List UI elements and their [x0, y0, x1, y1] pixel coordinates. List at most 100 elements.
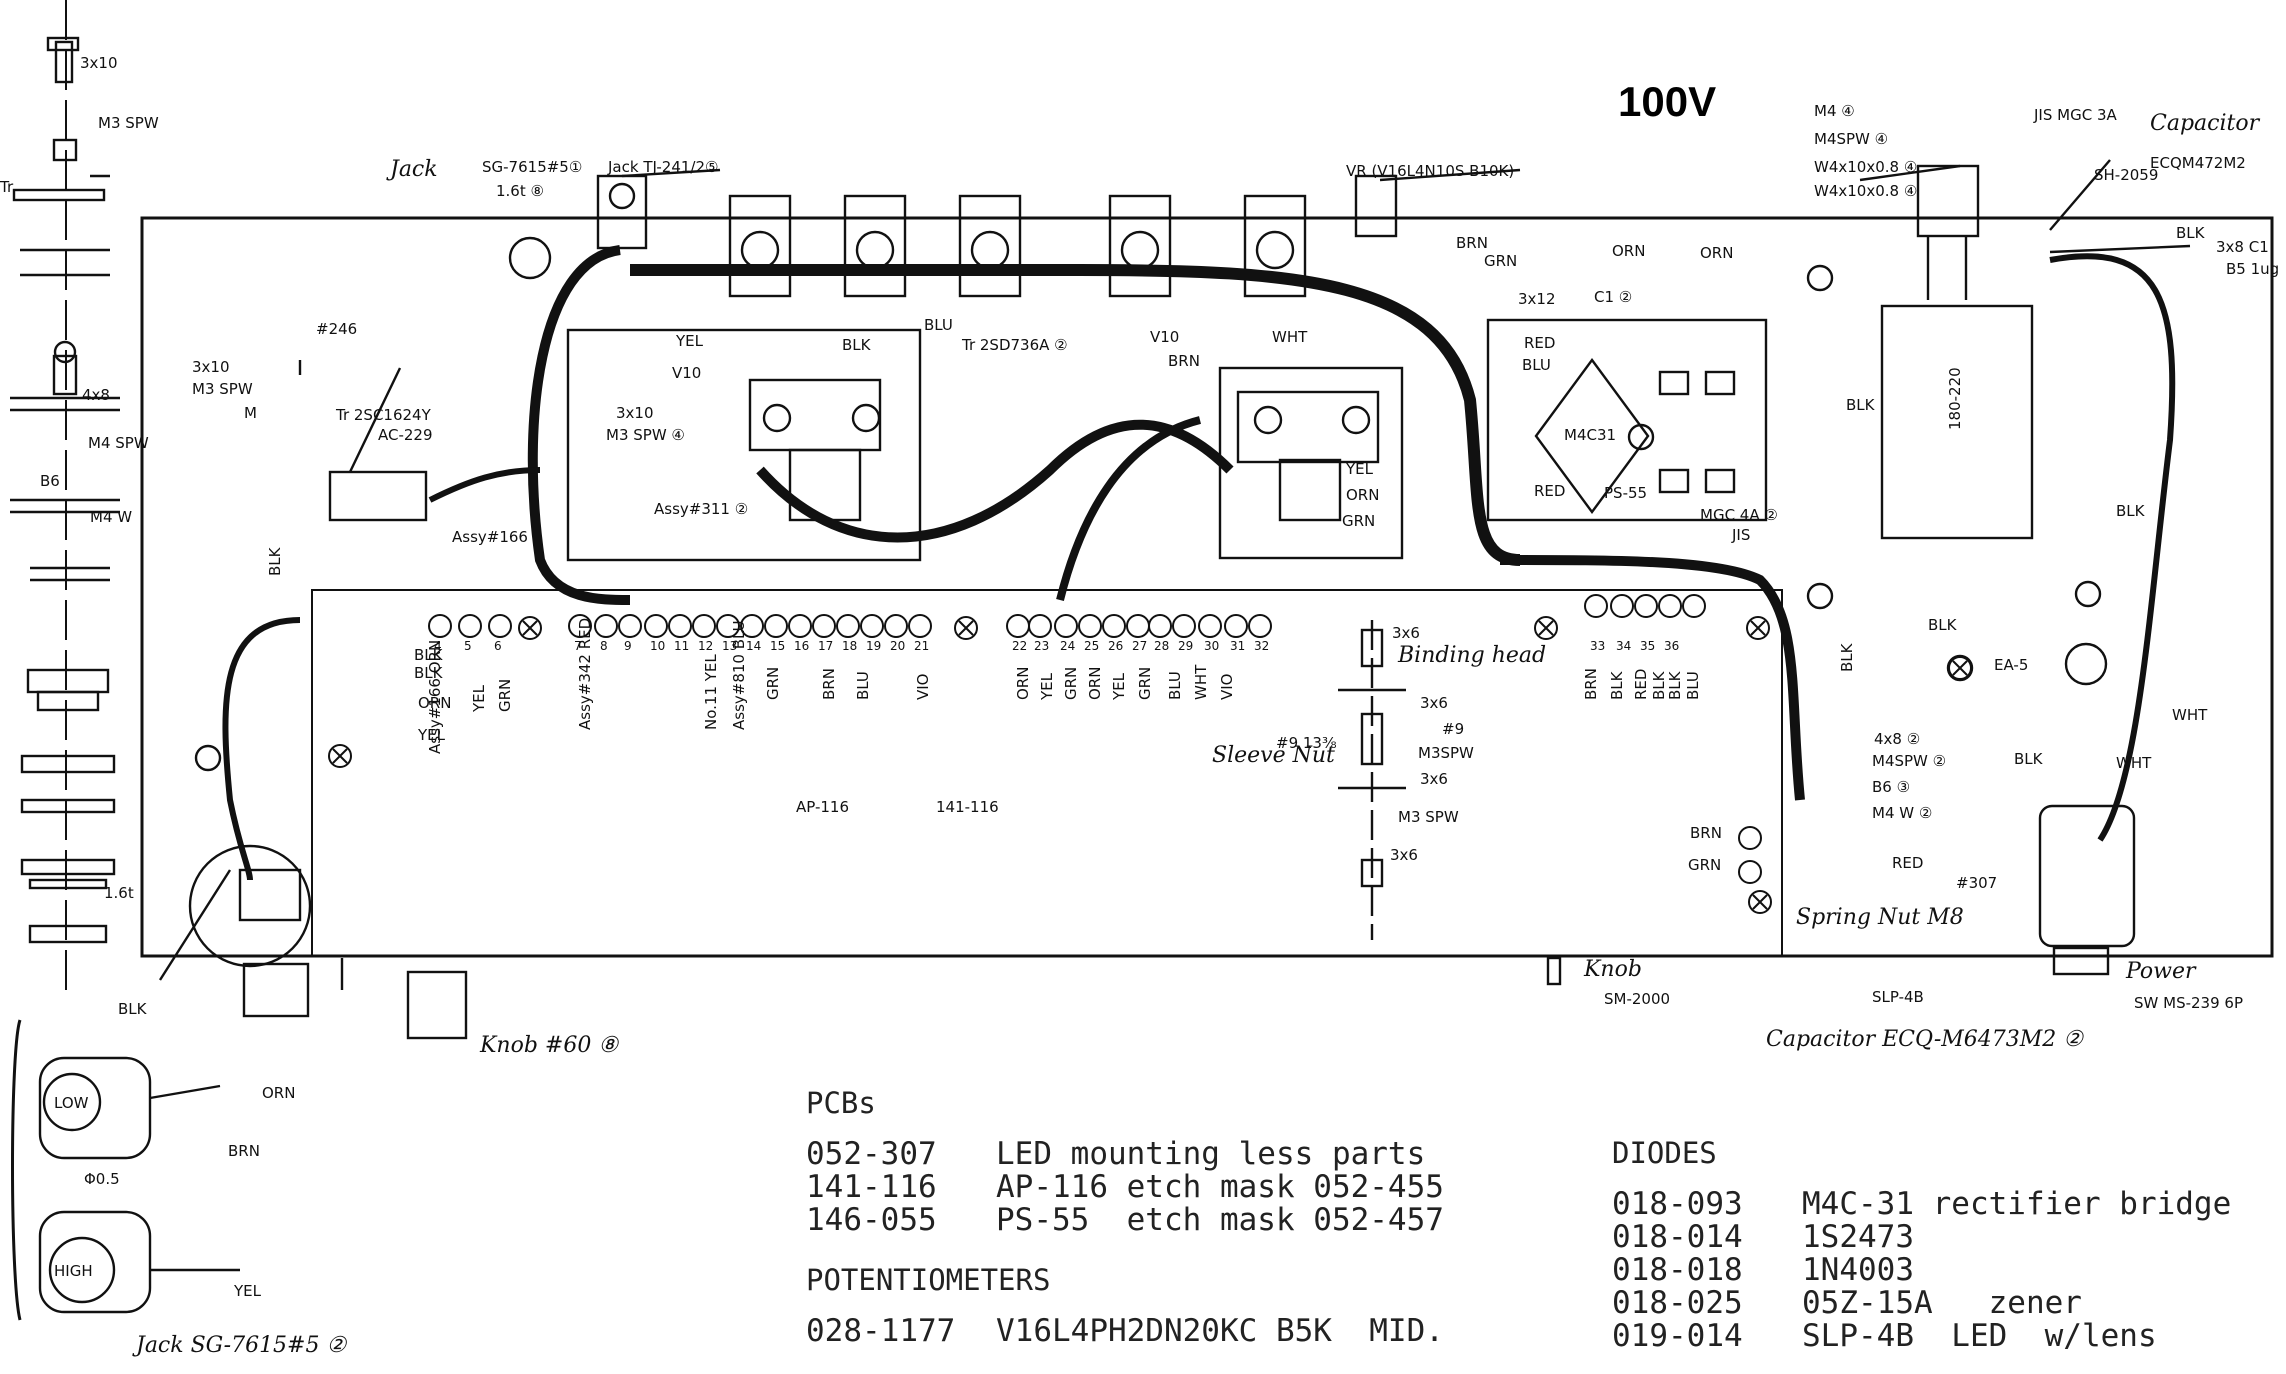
- wire-grn2: GRN: [1342, 512, 1375, 530]
- callout-knob-1: Knob: [1583, 957, 1642, 982]
- wire-blk: BLK: [842, 336, 872, 354]
- wire-orn-bl: ORN: [262, 1084, 295, 1102]
- wire-blk-k: BLK: [1928, 616, 1958, 634]
- heatsink-left: [566, 328, 922, 562]
- callout-assy166: Assy#166: [452, 528, 528, 546]
- wire-blu-m: BLU: [854, 671, 872, 700]
- callout-m3spw-b: M3 SPW ④: [606, 426, 685, 444]
- wire-blk-l2: BLK: [414, 664, 444, 682]
- callout-4x8: 4x8: [82, 386, 110, 404]
- wire-wht-r2: WHT: [2116, 754, 2152, 772]
- wire-blk-vk: BLK: [1838, 642, 1856, 672]
- callout-c1: C1 ②: [1594, 288, 1632, 306]
- pin-number: 26: [1108, 639, 1123, 653]
- wire-blu-r: BLU: [1684, 671, 1702, 700]
- pin-number: 7: [574, 639, 582, 653]
- pin-number: 18: [842, 639, 857, 653]
- wire-yel-l: YEL: [417, 726, 446, 744]
- wire-red: RED: [1524, 334, 1555, 352]
- wire-orn-m2: ORN: [1086, 667, 1104, 700]
- wire-vio-m: VIO: [914, 674, 932, 701]
- wire-yel2: YEL: [1345, 460, 1374, 478]
- pin-number: 9: [624, 639, 632, 653]
- callout-power: Power: [2125, 959, 2197, 984]
- wire-blk-left: BLK: [266, 546, 284, 576]
- pin-number: 32: [1254, 639, 1269, 653]
- wire-blk-r4: BLK: [1650, 670, 1668, 700]
- pin-number: 10: [650, 639, 665, 653]
- wire-blu: BLU: [924, 316, 953, 334]
- callout-m3spw-c: M3SPW: [1418, 744, 1474, 762]
- wire-blk-r5: BLK: [1666, 670, 1684, 700]
- wire-yel-m2: YEL: [1110, 672, 1128, 701]
- callout-m4spw: M4SPW ④: [1814, 130, 1888, 148]
- callout-phi05: Φ0.5: [84, 1170, 120, 1188]
- pin-number: 21: [914, 639, 929, 653]
- callout-b5: B5 1ug: [2226, 260, 2279, 278]
- callout-w4x10: W4x10x0.8 ④: [1814, 158, 1917, 176]
- wire-yel-m: YEL: [1038, 672, 1056, 701]
- wire-brn-35: BRN: [1690, 824, 1722, 842]
- wire-blk-l1: BLK: [414, 646, 444, 664]
- wire-n011: No.11 YEL: [702, 654, 720, 730]
- wire-wht-m: WHT: [1192, 664, 1210, 700]
- pin-number: 36: [1664, 639, 1679, 653]
- callout-4x8b: 4x8 ②: [1874, 730, 1920, 748]
- callout-3x10b: 3x10: [616, 404, 654, 422]
- callout-m4w: M4 W: [90, 508, 132, 526]
- wire-yel-bl: YEL: [233, 1282, 262, 1300]
- board-label-141: 141-116: [936, 798, 999, 816]
- callout-1-6t: 1.6t: [104, 884, 134, 902]
- callout-3x12: 3x12: [1518, 290, 1556, 308]
- wire-vio-m2: VIO: [1218, 674, 1236, 701]
- callout-m4spw-left: M4 SPW: [88, 434, 149, 452]
- callout-jis2: JIS: [1731, 526, 1750, 544]
- board-label-ap116: AP-116: [796, 798, 849, 816]
- page-title: 100V: [1618, 78, 1716, 125]
- callout-n9b: #9 13⅜: [1276, 734, 1337, 752]
- pin-number: 16: [794, 639, 809, 653]
- pin-number: 33: [1590, 639, 1605, 653]
- pin-number: 30: [1204, 639, 1219, 653]
- pin-number: 35: [1640, 639, 1655, 653]
- pin-number: 14: [746, 639, 761, 653]
- callout-jack-2: Jack TJ-241/2⑤: [607, 158, 718, 176]
- wire-v10: V10: [672, 364, 701, 382]
- wire-blk-r2: BLK: [2116, 502, 2146, 520]
- callout-tr-2sd: Tr 2SD736A ②: [961, 336, 1068, 354]
- callout-n307: #307: [1956, 874, 1997, 892]
- wire-orn-m: ORN: [1014, 667, 1032, 700]
- pin-number: 28: [1154, 639, 1169, 653]
- wire-blk-r: BLK: [1846, 396, 1876, 414]
- wire-red-r: RED: [1632, 669, 1650, 700]
- callout-3x6c: 3x6: [1420, 770, 1448, 788]
- pin-number: 27: [1132, 639, 1147, 653]
- pin-number: 31: [1230, 639, 1245, 653]
- callout-ac229: AC-229: [378, 426, 433, 444]
- callout-binding-head: Binding head: [1397, 643, 1546, 668]
- wire-grn-m2: GRN: [1062, 667, 1080, 700]
- callout-slp4b: SLP-4B: [1872, 988, 1924, 1006]
- callout-3x10-top: 3x10: [80, 54, 118, 72]
- pin-number: 22: [1012, 639, 1027, 653]
- pin-number: 24: [1060, 639, 1075, 653]
- wire-brn-top: BRN: [1456, 234, 1488, 252]
- wire-wht-r: WHT: [2172, 706, 2208, 724]
- pin-number: 29: [1178, 639, 1193, 653]
- pcb-outline: [311, 589, 1783, 957]
- callout-m4: M4 ④: [1814, 102, 1855, 120]
- wire-orn-a: ORN: [1612, 242, 1645, 260]
- callout-m3spw-d: M3 SPW: [1398, 808, 1459, 826]
- transformer-label: 180-220: [1946, 367, 1964, 430]
- callout-capacitor: Capacitor: [2150, 111, 2261, 136]
- pin-number: 6: [494, 639, 502, 653]
